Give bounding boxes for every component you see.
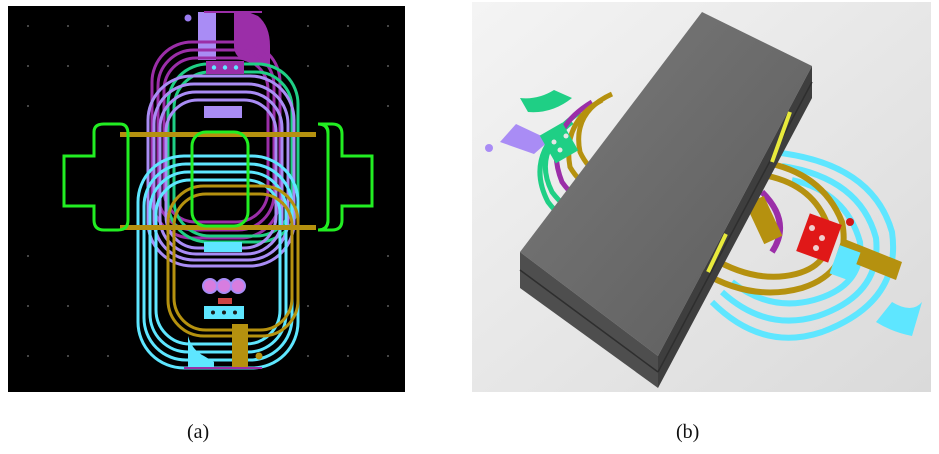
via-pad-top-holes [211,65,239,70]
right-via-red [846,218,854,226]
bottom-lead-gold [232,324,248,368]
core-split-line [519,269,659,373]
via-pad-lower-holes [211,310,237,315]
right-winding-cyan-1 [709,149,897,341]
core-split-line-side [657,81,813,373]
winding-cyan-3 [148,170,288,354]
caption-a: (a) [187,421,210,443]
core-front-face [520,252,658,388]
3d-model-drawing [472,2,931,392]
via-pad-middle [204,242,242,252]
winding-purple-1 [150,40,282,240]
via-pad-upper [204,106,242,118]
via-pad-triple [202,278,246,294]
winding-cyan-4 [154,178,282,346]
core-bar-top [120,132,316,137]
3d-model-view [472,2,931,392]
ferrite-core [519,12,813,388]
bottom-via [255,352,263,360]
right-lead-gold [836,238,902,280]
left-pad-green [539,122,579,164]
bottom-lead-cyan [188,336,214,368]
right-winding-cyan-2 [719,163,880,324]
core-left-leg [62,122,130,232]
right-winding-cyan-3 [730,177,864,307]
layout-grid [27,25,389,357]
core-center-leg [190,130,250,228]
right-winding-purple [759,189,783,254]
right-lead-cyan [876,302,922,336]
core-right-inner [317,122,330,232]
core-gap-highlight-lower [706,233,728,273]
right-pad-red-holes [809,225,825,251]
right-pad-cyan [829,245,861,281]
small-red-pad [218,298,232,304]
left-pad-holes [551,133,569,153]
left-lead-lavender [500,124,550,154]
core-outlines [62,122,374,232]
top-via [184,14,192,22]
top-lead-purple [234,12,270,68]
core-top-face [520,12,812,356]
left-via [485,144,493,152]
left-lead-green [520,90,572,113]
top-lead-lavender [198,12,216,60]
winding-purple-3 [162,56,270,224]
caption-b: (b) [676,421,700,443]
right-pad-gold [745,195,783,245]
core-gap-highlight-upper [770,111,792,163]
pcb-layout-drawing [8,6,405,392]
pcb-layout-view [8,6,405,392]
